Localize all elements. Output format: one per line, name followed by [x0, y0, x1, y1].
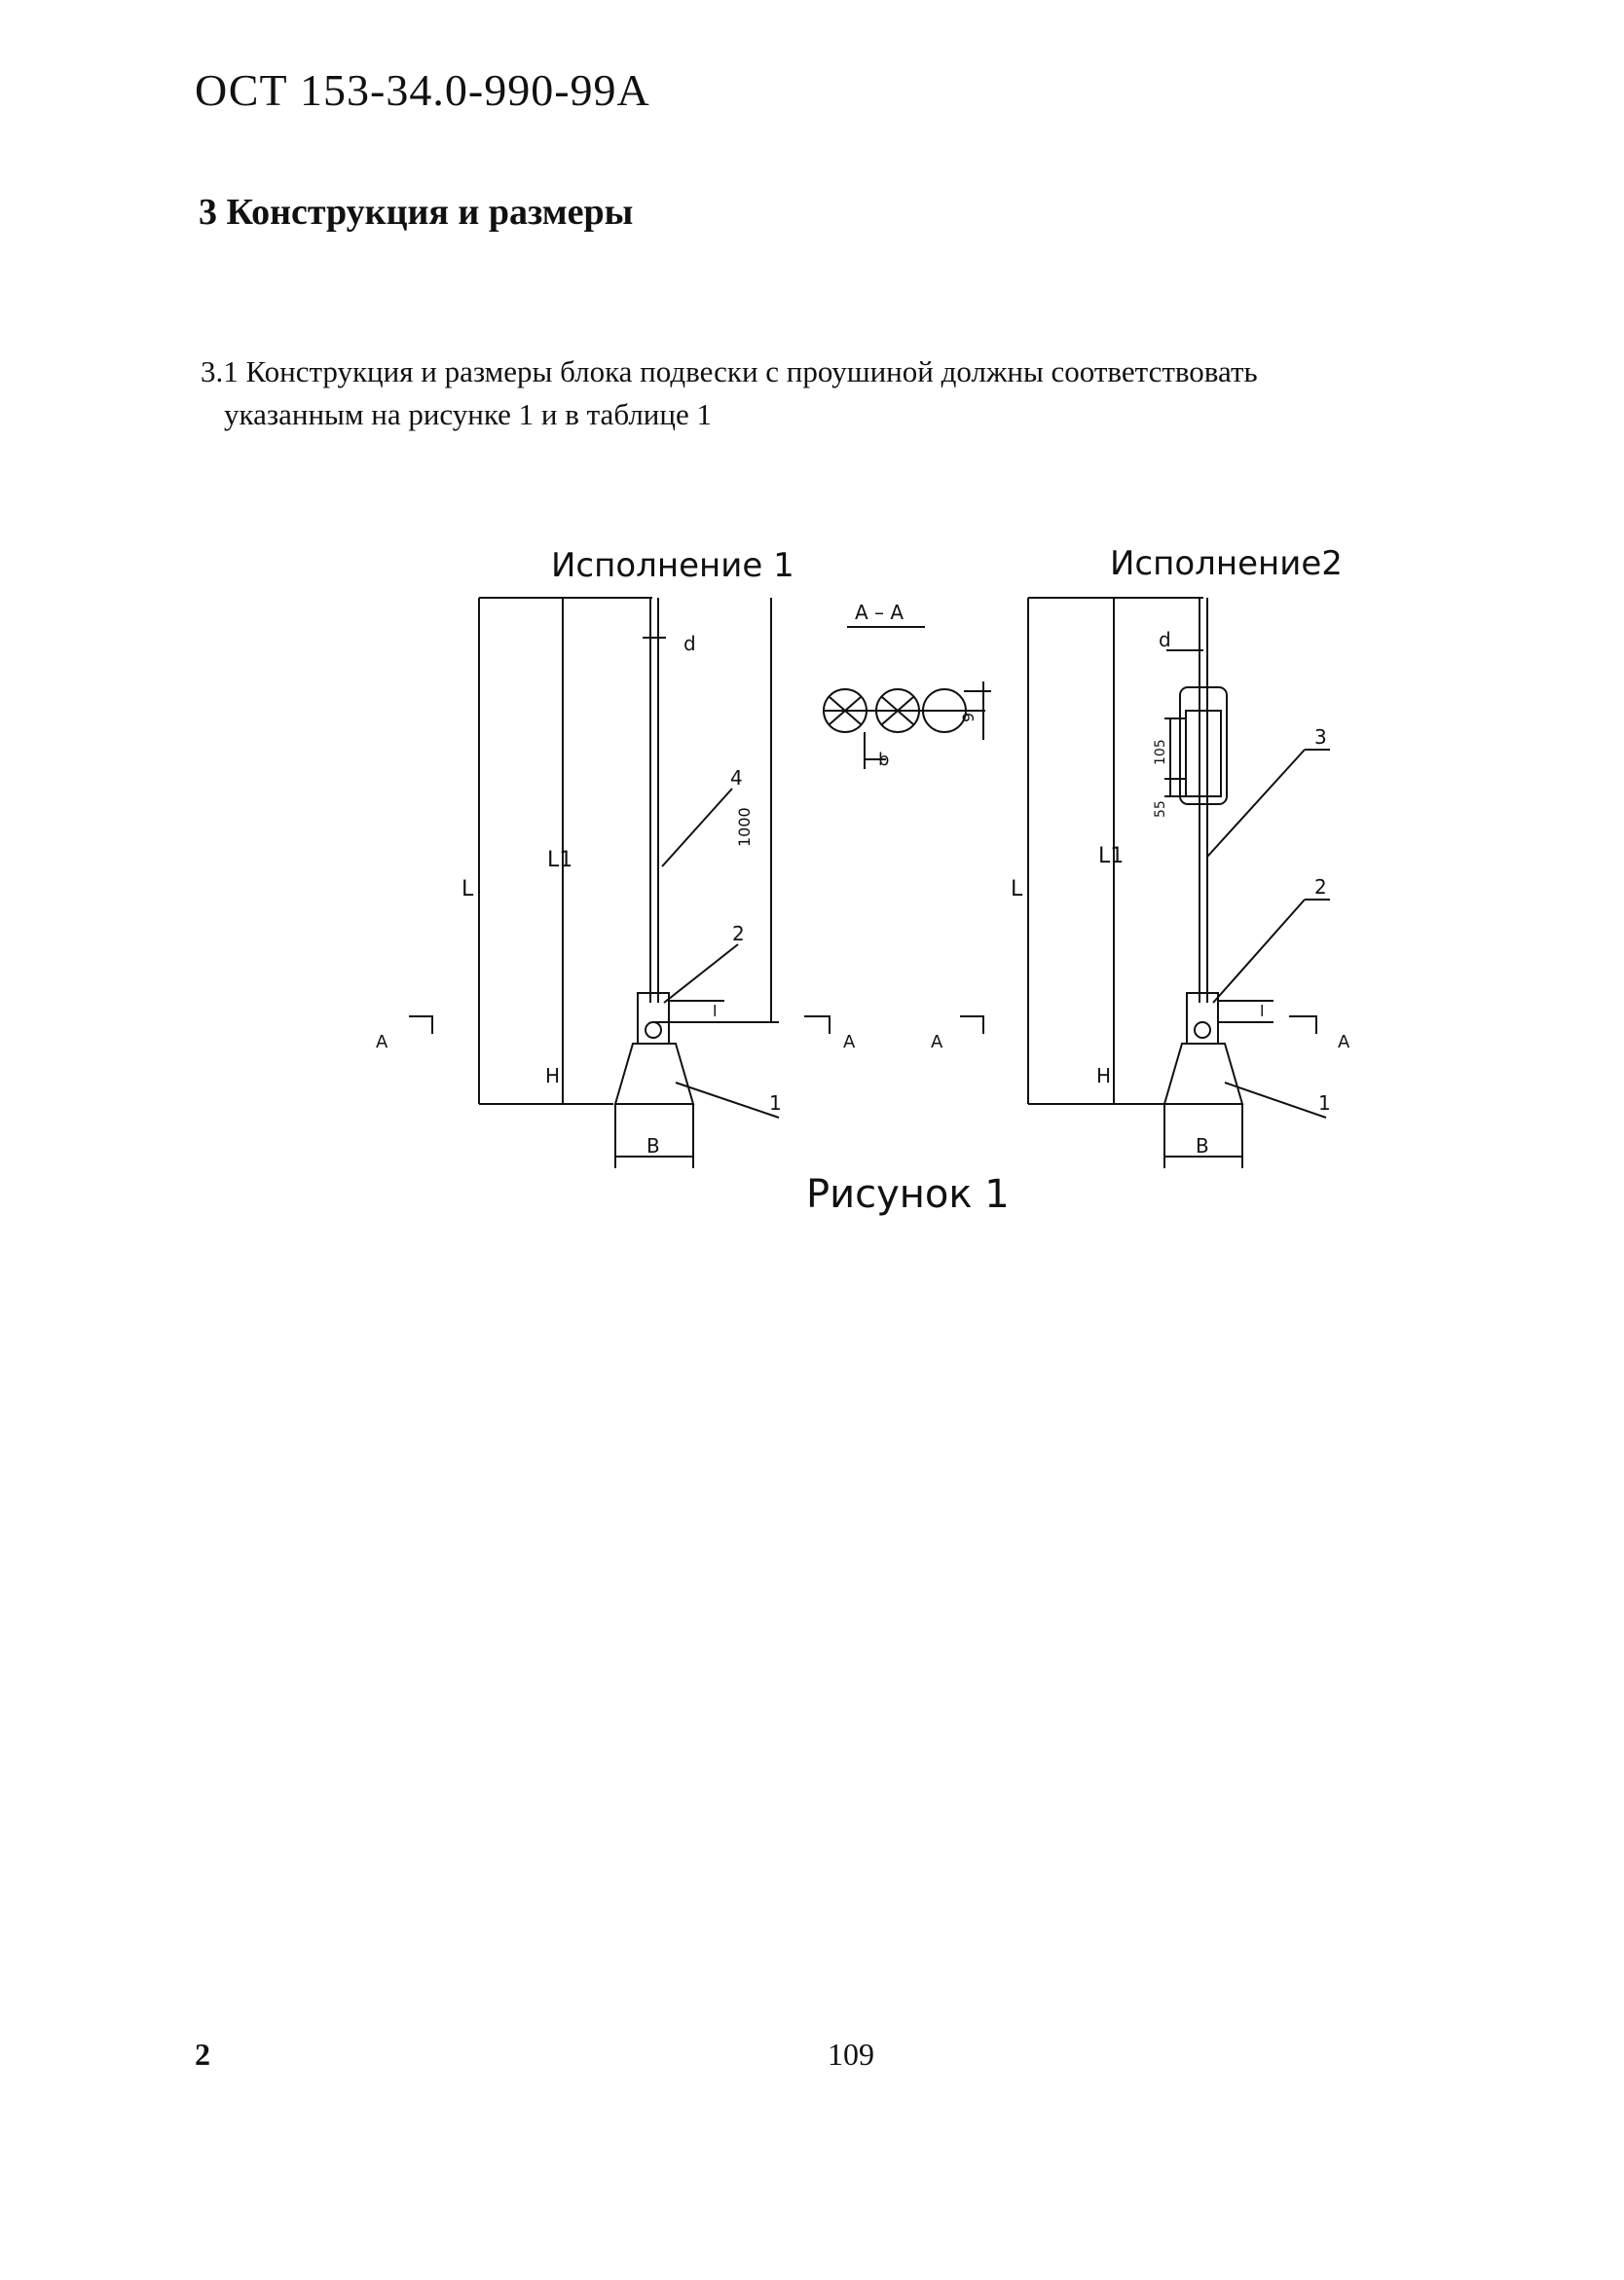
variant-2-title: Исполнение2: [1110, 544, 1343, 583]
section-aa-label: А – А: [855, 601, 904, 624]
pos-1-label-2: 1: [1318, 1091, 1331, 1115]
dim-L-1: L: [461, 877, 474, 901]
paragraph-line-2: указанным на рисунке 1 и в таблице 1: [224, 397, 712, 431]
page-number-left: 2: [195, 2037, 210, 2072]
figure-caption: Рисунок 1: [806, 1172, 1010, 1217]
section-mark-a-left-2: А: [931, 1032, 943, 1052]
pos-4-label: 4: [730, 766, 743, 790]
dim-H-2: H: [1096, 1064, 1111, 1087]
dim-H-1: H: [545, 1064, 560, 1087]
pos-3-label: 3: [1314, 725, 1327, 749]
dim-L-2: L: [1011, 877, 1023, 901]
section-mark-a-right-2: А: [1338, 1032, 1350, 1052]
dim-b-label: b: [878, 750, 889, 770]
dim-B-2: B: [1196, 1134, 1209, 1158]
dim-1000: 1000: [735, 807, 754, 847]
dim-L1-1: L1: [547, 848, 572, 872]
section-mark-a-right-1: А: [843, 1032, 856, 1052]
dim-L1-2: L1: [1098, 844, 1124, 868]
dim-l-2: l: [1260, 1002, 1264, 1020]
dim-d-2: d: [1159, 628, 1171, 651]
section-aa-drawing: [823, 688, 985, 733]
dim-9-label: 9: [959, 713, 978, 722]
document-code: ОСТ 153-34.0-990-99А: [195, 65, 650, 115]
dim-d-1: d: [683, 632, 696, 655]
page-number-center: 109: [828, 2037, 874, 2072]
pos-1-label-1: 1: [769, 1091, 782, 1115]
section-title: 3 Конструкция и размеры: [199, 192, 634, 233]
variant-1-title: Исполнение 1: [551, 546, 794, 585]
dim-B-1: B: [646, 1134, 660, 1158]
paragraph-line-1: 3.1 Конструкция и размеры блока подвески…: [201, 354, 1258, 388]
pos-2-label-1: 2: [732, 922, 745, 945]
dim-105: 105: [1153, 739, 1168, 765]
pos-2-label-2: 2: [1314, 875, 1327, 899]
section-mark-a-left-1: А: [376, 1032, 388, 1052]
dim-55: 55: [1153, 800, 1168, 818]
dim-l-1: l: [713, 1002, 717, 1020]
